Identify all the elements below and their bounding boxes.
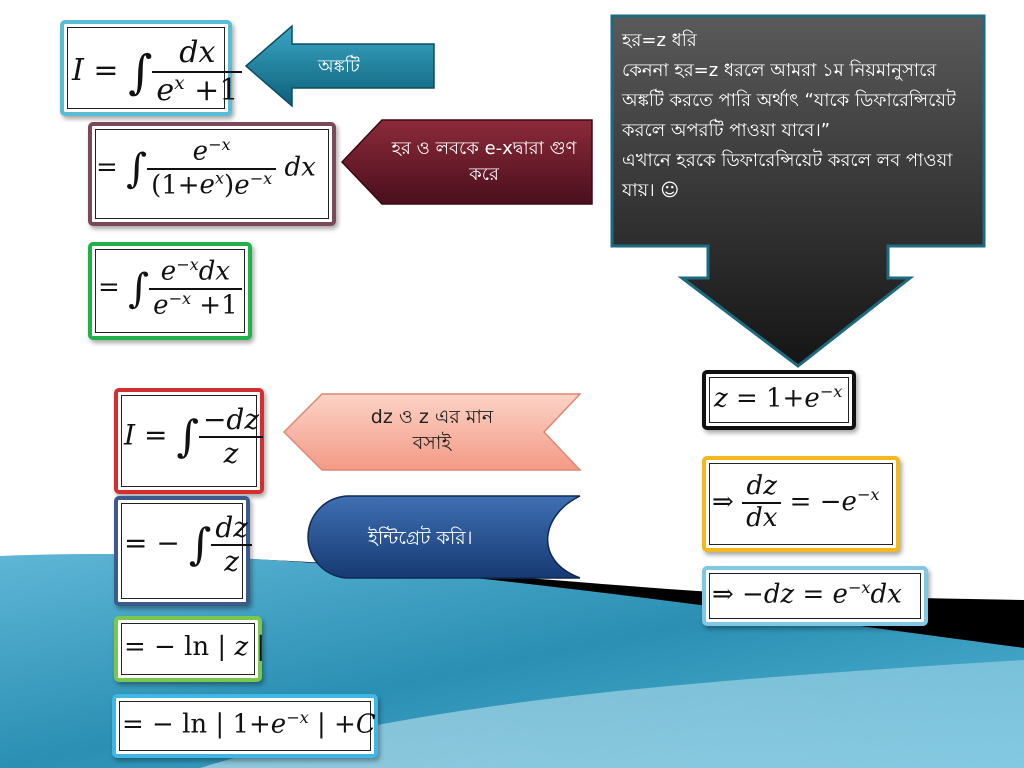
teal-callout-arrow: [244, 24, 435, 108]
salmon-callout-arrow: [282, 393, 582, 471]
callout-substitute-label: dz ও z এর মান বসাই: [370, 406, 494, 454]
note-line-2: কেননা হর=z ধরলে আমরা ১ম নিয়মানুসারে অঙ্…: [622, 60, 956, 141]
integrate-label: ইন্টিগ্রেট করি।: [368, 527, 473, 549]
integrate-pill: [307, 495, 581, 579]
note-text: হর=z ধরি কেননা হর=z ধরলে আমরা ১ম নিয়মান…: [622, 26, 978, 206]
equation-box-6: = − ln | z |: [114, 616, 266, 682]
dark-down-arrow-callout: [610, 14, 986, 368]
callout-multiply-label: হর ও লবকে e-xদ্বারা গুণ করে: [391, 138, 577, 185]
callout-integral-label: অঙ্কটি: [318, 56, 360, 77]
note-line-1: হর=z ধরি: [622, 30, 697, 51]
maroon-callout-arrow: [340, 119, 593, 205]
equation-final-answer: = − ln | 1+e−x | +C: [122, 708, 376, 740]
equation-box-2: = ∫e−x(1+ex)e−x dx: [88, 122, 336, 226]
equation-box-7: = − ln | 1+e−x | +C: [112, 694, 378, 758]
equation-multiplied-form: = ∫e−x(1+ex)e−x dx: [96, 135, 316, 201]
equation-z-definition: z = 1+e−x: [714, 382, 843, 414]
note-line-3: এখানে হরকে ডিফারেন্সিয়েট করলে লব পাওয়া…: [622, 150, 953, 201]
equation-box-10: ⇒ −dz = e−xdx: [702, 566, 928, 626]
equation-log-z: = − ln | z |: [124, 632, 266, 662]
equation-box-8: z = 1+e−x: [702, 370, 856, 430]
equation-differential: ⇒ −dz = e−xdx: [712, 578, 902, 610]
